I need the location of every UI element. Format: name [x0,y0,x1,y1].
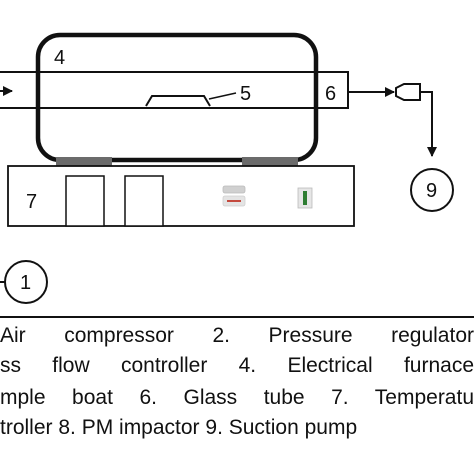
label-glass-tube: 6 [325,83,336,105]
label-air-compressor: 1 [20,272,31,294]
arrow-down-icon [420,91,437,157]
label-furnace: 4 [54,47,65,69]
label-boat: 5 [240,83,251,105]
electrical-furnace [35,32,319,163]
label-suction-pump: 9 [426,180,437,202]
display-knob-top [222,185,246,194]
setup-diagram: 4 5 6 7 9 1 [0,32,454,304]
pump-circle-icon [410,168,454,212]
caption-line-4: troller 8. PM impactor 9. Suction pump [0,416,358,439]
caption-line-3: mple boat 6. Glass tube 7. Temperatu [0,386,474,409]
impactor-icon [395,83,421,101]
boat-leader-line [208,92,237,100]
label-controller: 7 [26,191,37,213]
controller-panel-right [124,175,164,227]
figure-caption: Air compressor 2. Pressure regulator ss … [0,316,474,456]
sample-boat [145,95,211,107]
controller-panel-left [65,175,105,227]
green-indicator [303,191,307,205]
caption-line-2: ss flow controller 4. Electrical furnace [0,354,474,377]
caption-top-rule [0,316,474,318]
caption-line-1: Air compressor 2. Pressure regulator [0,324,474,347]
furnace-foot-right [242,157,298,166]
furnace-foot-left [56,157,112,166]
